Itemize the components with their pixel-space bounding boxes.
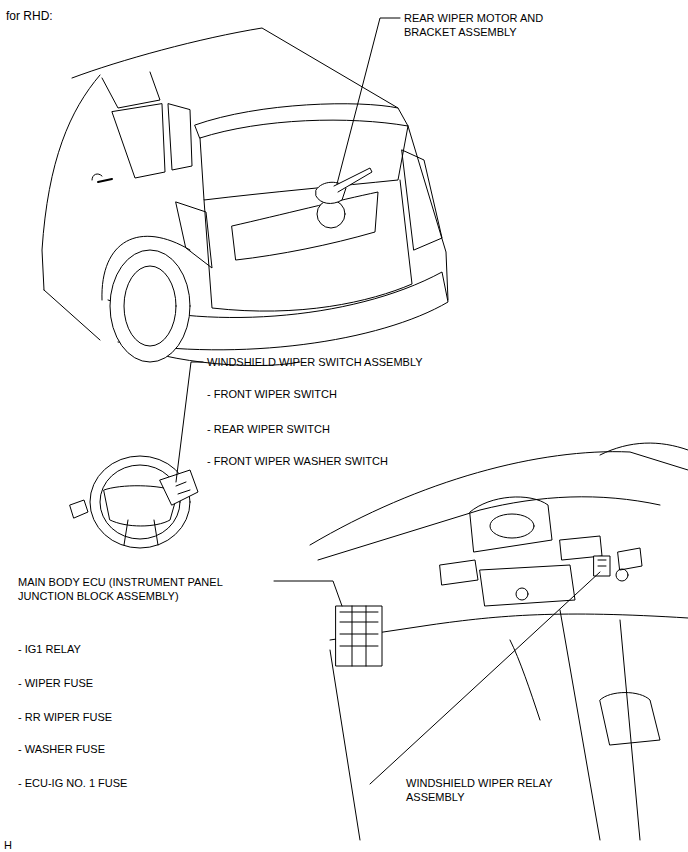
dashboard-illustration — [310, 443, 688, 840]
part-label: WINDSHIELD WIPER RELAY ASSEMBLY — [406, 776, 578, 804]
part-label: - ECU-IG NO. 1 FUSE — [18, 776, 127, 790]
part-label: - WASHER FUSE — [18, 742, 105, 756]
part-label: - FRONT WIPER SWITCH — [207, 387, 337, 401]
part-label: - RR WIPER FUSE — [18, 710, 112, 724]
part-label: - WIPER FUSE — [18, 676, 93, 690]
part-label: WINDSHIELD WIPER SWITCH ASSEMBLY — [207, 355, 423, 369]
part-label: - FRONT WIPER WASHER SWITCH — [207, 454, 388, 468]
part-label: REAR WIPER MOTOR AND BRACKET ASSEMBLY — [404, 11, 554, 39]
part-label: H — [4, 838, 12, 852]
part-label: MAIN BODY ECU (INSTRUMENT PANEL JUNCTION… — [18, 575, 256, 603]
leader-lines — [176, 18, 600, 784]
part-label: - REAR WIPER SWITCH — [207, 422, 330, 436]
part-label: - IG1 RELAY — [18, 642, 81, 656]
car-illustration — [42, 28, 448, 366]
steering-wheel-illustration — [70, 456, 198, 548]
page-heading: for RHD: — [6, 9, 53, 23]
